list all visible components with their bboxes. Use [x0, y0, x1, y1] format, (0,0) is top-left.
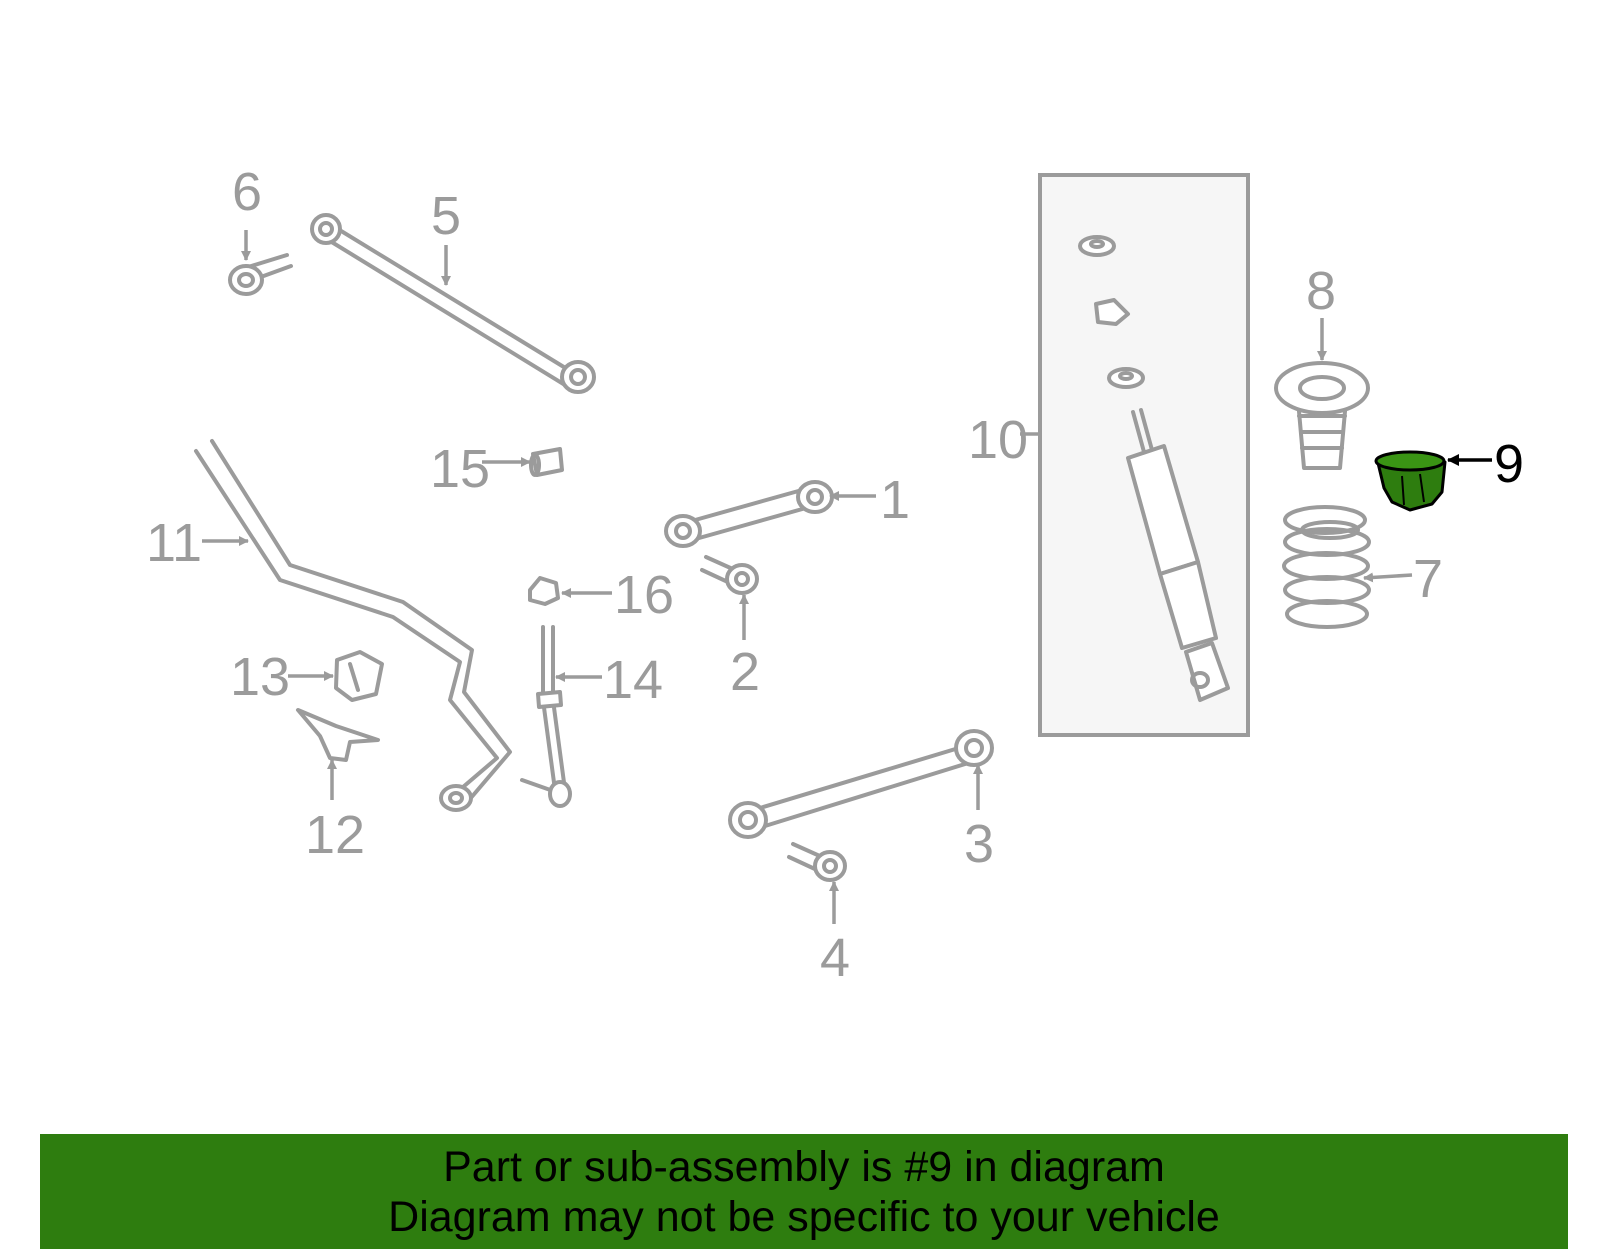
part-6-bolt	[228, 253, 293, 296]
label-5: 5	[431, 186, 461, 246]
label-14: 14	[603, 650, 663, 710]
label-1: 1	[880, 470, 910, 530]
part-7-coil-spring	[1282, 505, 1371, 629]
banner-line-disclaimer: Diagram may not be specific to your vehi…	[388, 1192, 1220, 1241]
label-8: 8	[1306, 261, 1336, 321]
label-16: 16	[614, 565, 674, 625]
label-11: 11	[146, 513, 202, 573]
part-4-bolt	[787, 842, 847, 882]
label-4: 4	[820, 928, 850, 988]
part-2-bolt	[700, 555, 759, 595]
part-1-control-arm	[664, 480, 834, 548]
label-6: 6	[232, 162, 262, 222]
label-7: 7	[1413, 549, 1443, 609]
label-15: 15	[430, 439, 490, 499]
label-10: 10	[968, 410, 1028, 470]
part-14-stabilizer-link	[520, 625, 572, 808]
leader-7	[1363, 572, 1413, 583]
label-3: 3	[964, 814, 994, 874]
part-11-stabilizer-bar	[194, 439, 512, 812]
part-16-nut	[528, 576, 560, 606]
part-15-bushing	[529, 447, 564, 477]
banner-line-part: Part or sub-assembly is #9 in diagram	[443, 1142, 1165, 1191]
part-9-spring-insulator	[1374, 450, 1447, 512]
label-2: 2	[730, 642, 760, 702]
info-banner: Part or sub-assembly is #9 in diagram Di…	[40, 1134, 1568, 1249]
part-5-control-rod	[310, 213, 596, 394]
part-8-bump-stop	[1274, 361, 1370, 470]
part-13-stabilizer-bushing	[334, 650, 384, 702]
part-12-bracket	[296, 708, 380, 762]
part-10-shock-absorber-kit	[1038, 173, 1250, 737]
part-3-control-arm	[728, 729, 994, 839]
label-13: 13	[230, 647, 290, 707]
label-9: 9	[1494, 434, 1524, 494]
label-12: 12	[305, 805, 365, 865]
